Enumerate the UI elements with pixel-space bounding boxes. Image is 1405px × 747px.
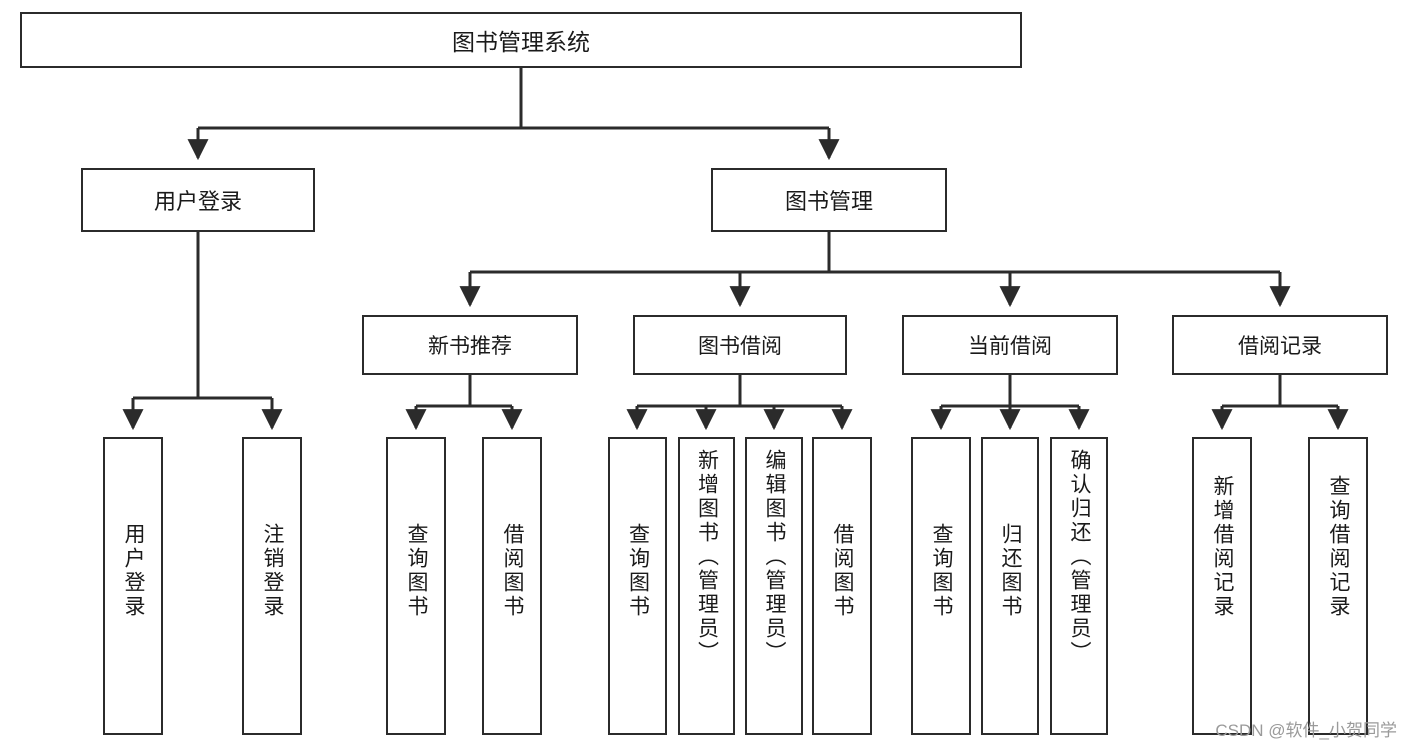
- leaf-query-record[interactable]: 查询借阅记录: [1308, 437, 1368, 735]
- leaf-user-login[interactable]: 用户登录: [103, 437, 163, 735]
- leaf-return-book[interactable]: 归还图书: [981, 437, 1039, 735]
- node-label: 新增借阅记录: [1211, 475, 1235, 619]
- leaf-borrow-book-2[interactable]: 借阅图书: [812, 437, 872, 735]
- node-label: 新增图书（管理员）: [695, 449, 719, 665]
- node-label: 用户登录: [153, 189, 242, 214]
- node-label: 图书借阅: [698, 335, 782, 358]
- node-user-login[interactable]: 用户登录: [81, 168, 315, 232]
- leaf-logout-login[interactable]: 注销登录: [242, 437, 302, 735]
- leaf-query-book-3[interactable]: 查询图书: [911, 437, 971, 735]
- leaf-add-record[interactable]: 新增借阅记录: [1192, 437, 1252, 735]
- node-book-manage[interactable]: 图书管理: [711, 168, 947, 232]
- node-label: 图书管理: [784, 189, 873, 214]
- node-label: 借阅图书: [831, 523, 855, 619]
- node-label: 查询图书: [626, 523, 650, 619]
- node-label: 注销登录: [261, 523, 285, 619]
- node-label: 查询图书: [930, 523, 954, 619]
- leaf-edit-book[interactable]: 编辑图书（管理员）: [745, 437, 803, 735]
- node-label: 新书推荐: [428, 335, 512, 358]
- leaf-borrow-book-1[interactable]: 借阅图书: [482, 437, 542, 735]
- node-label: 借阅图书: [501, 523, 525, 619]
- leaf-query-book-1[interactable]: 查询图书: [386, 437, 446, 735]
- node-label: 当前借阅: [968, 335, 1052, 358]
- node-root-system[interactable]: 图书管理系统: [20, 12, 1022, 68]
- node-label: 图书管理系统: [452, 29, 590, 55]
- csdn-watermark: CSDN @软件_小贺同学: [1215, 721, 1397, 740]
- node-label: 编辑图书（管理员）: [763, 449, 787, 665]
- node-new-book-rec[interactable]: 新书推荐: [362, 315, 578, 375]
- node-label: 查询借阅记录: [1327, 475, 1351, 619]
- node-label: 查询图书: [405, 523, 429, 619]
- leaf-confirm-return[interactable]: 确认归还（管理员）: [1050, 437, 1108, 735]
- node-label: 确认归还（管理员）: [1068, 449, 1092, 665]
- leaf-add-book[interactable]: 新增图书（管理员）: [678, 437, 735, 735]
- node-label: 用户登录: [122, 523, 146, 619]
- node-label: 借阅记录: [1238, 335, 1322, 358]
- node-current-borrow[interactable]: 当前借阅: [902, 315, 1118, 375]
- node-borrow-record[interactable]: 借阅记录: [1172, 315, 1388, 375]
- node-book-borrow[interactable]: 图书借阅: [633, 315, 847, 375]
- leaf-query-book-2[interactable]: 查询图书: [608, 437, 667, 735]
- node-label: 归还图书: [999, 523, 1023, 619]
